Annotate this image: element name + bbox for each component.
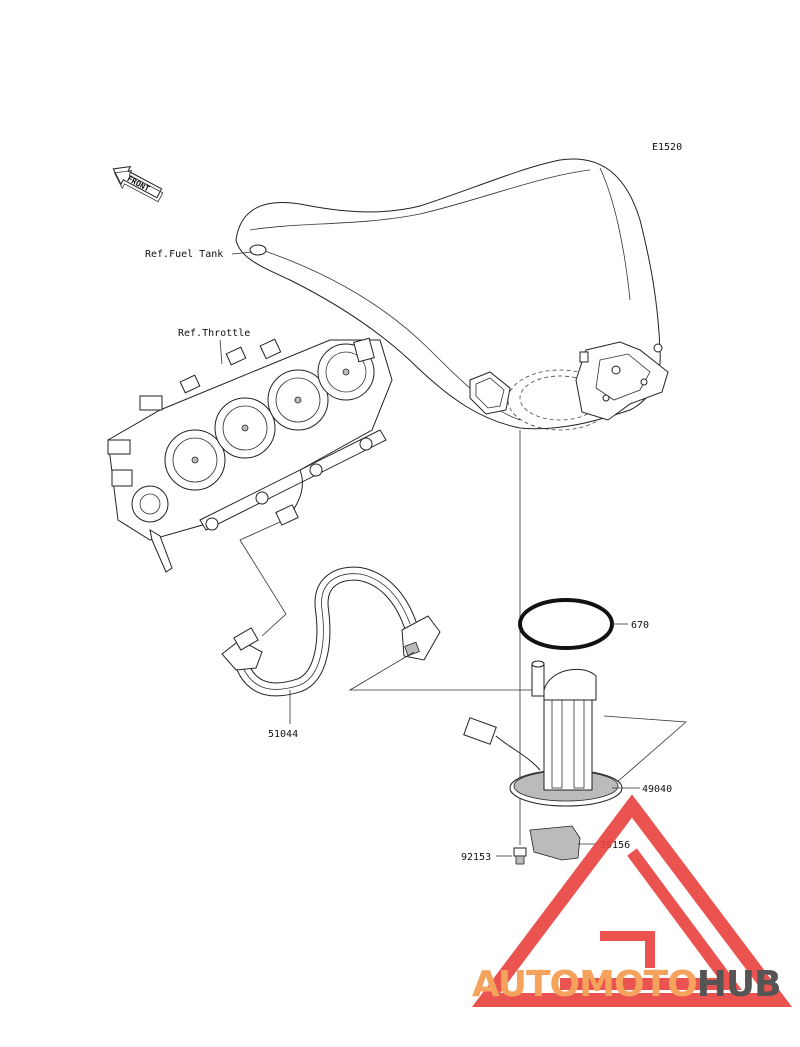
bolt-92153 [513, 847, 527, 865]
fuel-hose-51044 [221, 566, 441, 697]
front-arrow-icon: FRONT [112, 165, 164, 203]
watermark-part1: AUTOMOTO [472, 964, 697, 1005]
watermark-logo-icon [471, 794, 793, 1007]
part-label-49040: 49040 [642, 784, 672, 795]
throttle-body-assembly [107, 337, 393, 573]
part-label-39156: 39156 [600, 840, 630, 851]
ref-throttle-label: Ref.Throttle [178, 328, 250, 339]
part-label-51044: 51044 [268, 729, 298, 740]
fuel-pump-49040 [463, 660, 623, 807]
part-label-92153: 92153 [461, 852, 491, 863]
watermark-text: AUTOMOTOHUB [472, 964, 781, 1005]
pad-39156 [529, 825, 581, 861]
watermark-part2: HUB [697, 964, 781, 1005]
o-ring-670 [518, 598, 614, 650]
ref-fuel-tank-label: Ref.Fuel Tank [145, 249, 223, 260]
logo-triangle [471, 794, 793, 1007]
fuel-tank-outline [235, 158, 669, 431]
part-label-670: 670 [631, 620, 649, 631]
diagram-code: E1520 [652, 142, 682, 153]
